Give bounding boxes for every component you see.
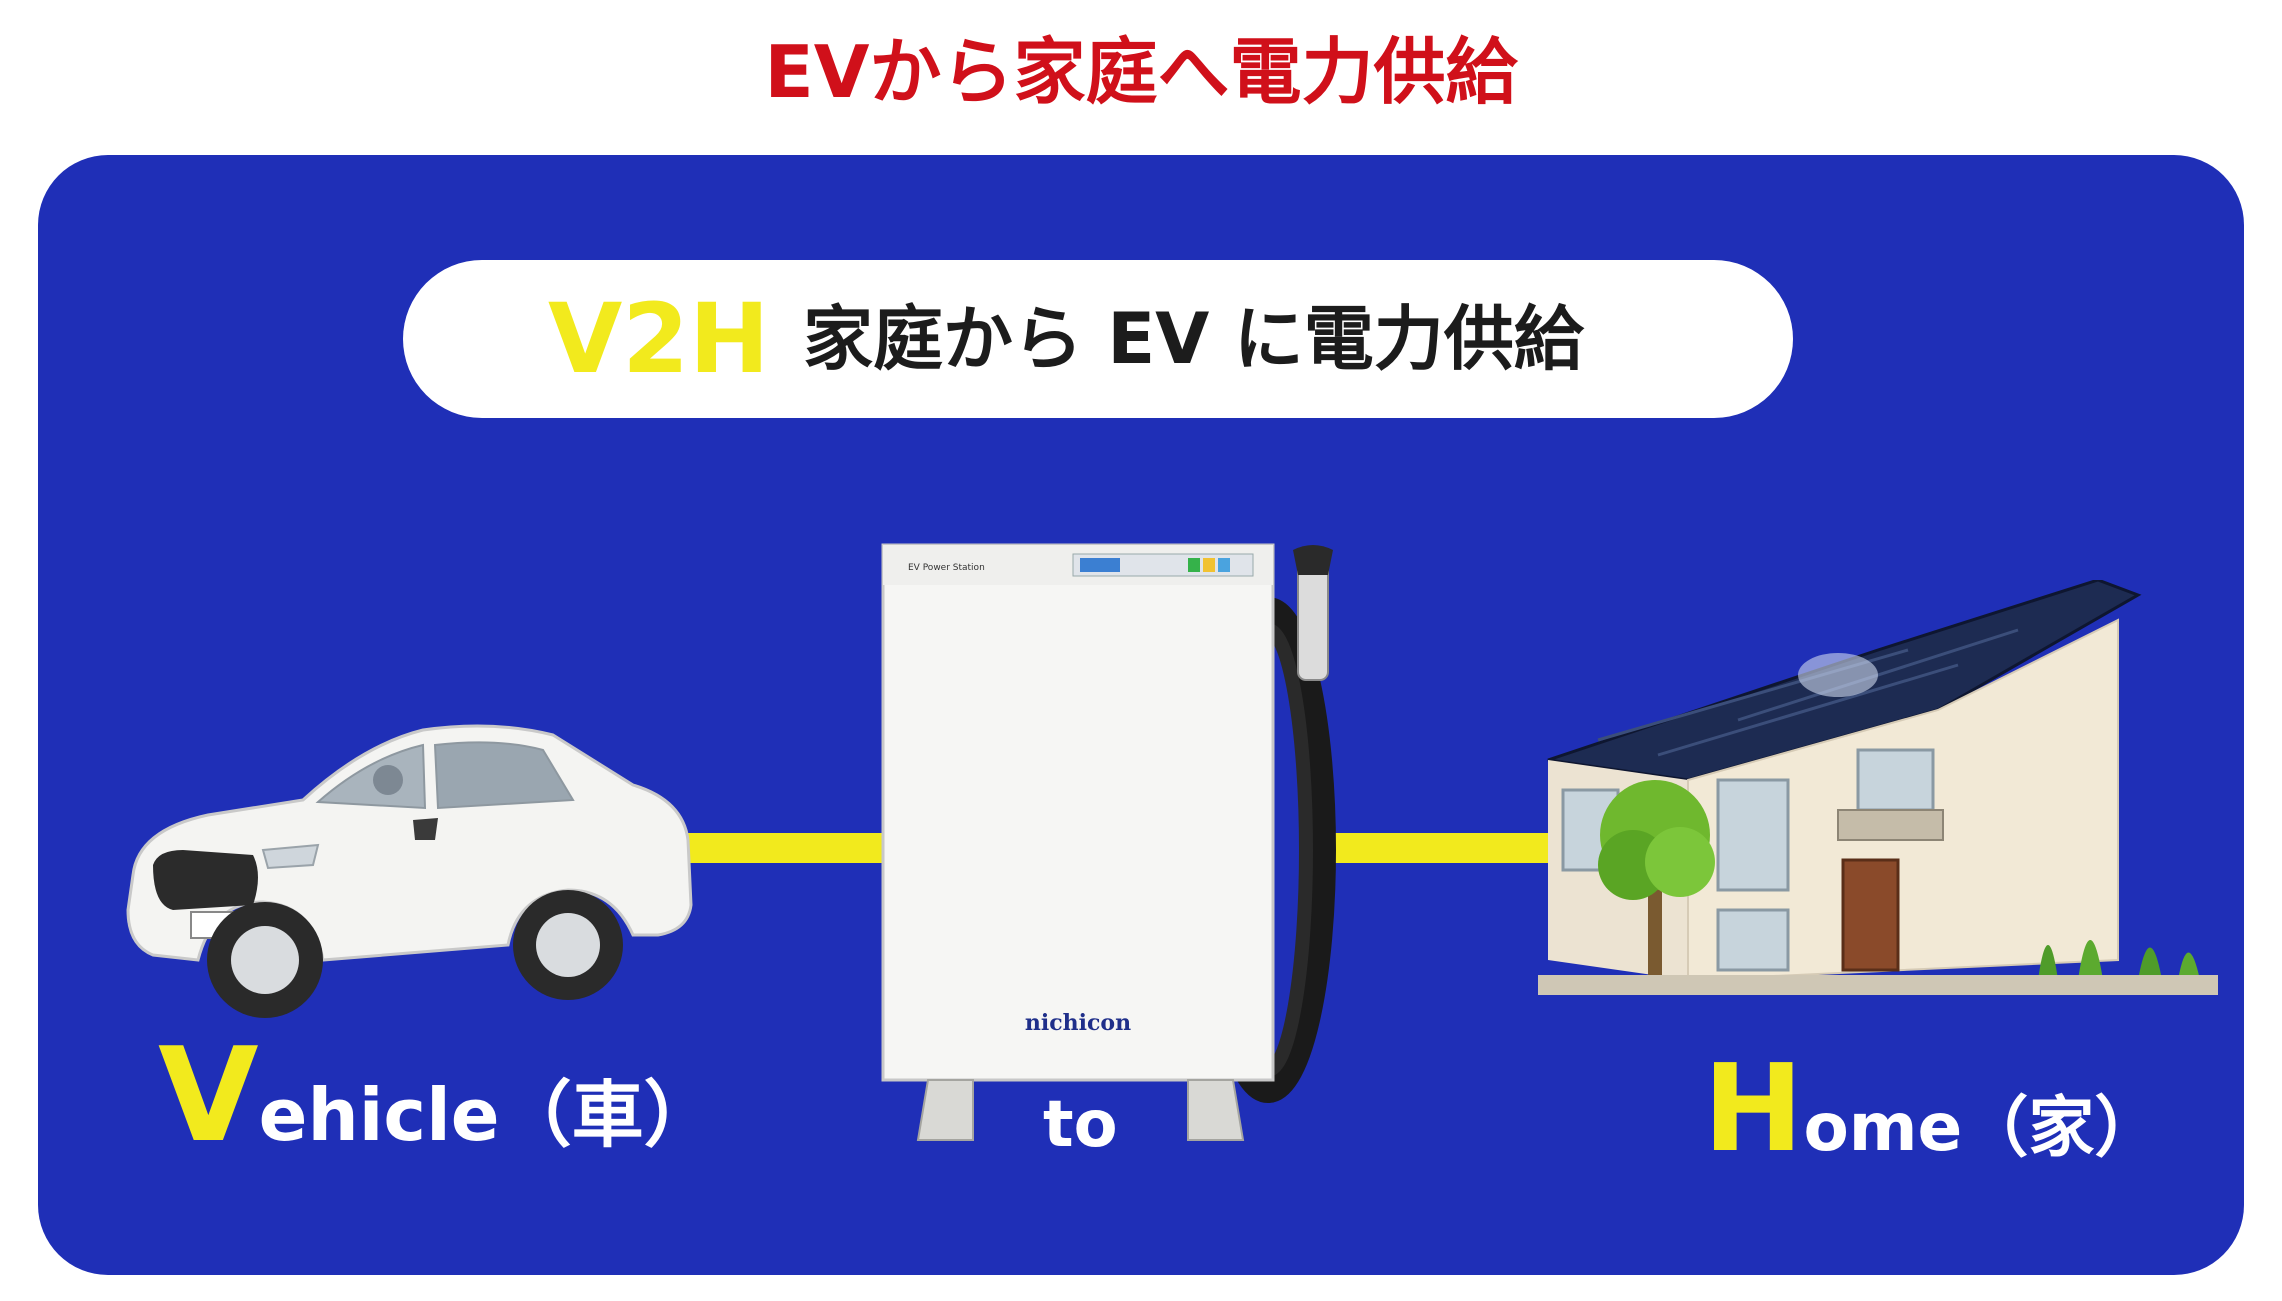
vehicle-rest: ehicle（車） <box>259 1073 716 1157</box>
v2h-banner: V2H 家庭から EV に電力供給 <box>403 260 1793 418</box>
home-label: Home（家） <box>1703 1040 2160 1180</box>
connector-to-label: to <box>1043 1085 1118 1165</box>
home-initial: H <box>1703 1040 1803 1179</box>
device-brand: nichicon <box>1025 1010 1131 1036</box>
home-rest: ome（家） <box>1803 1089 2160 1166</box>
device-model: EV Power Station <box>908 563 985 573</box>
vehicle-label: Vehicle（車） <box>158 1025 716 1165</box>
v2h-description: 家庭から EV に電力供給 <box>803 260 1584 418</box>
v2h-charger-icon: EV Power Station nichicon <box>838 540 1348 1160</box>
v2h-code: V2H <box>548 260 769 418</box>
diagram-panel: V2H 家庭から EV に電力供給 <box>38 155 2244 1275</box>
house-icon <box>1538 580 2218 1010</box>
page-title: EVから家庭へ電力供給 <box>0 22 2282 122</box>
vehicle-initial: V <box>158 1019 259 1171</box>
